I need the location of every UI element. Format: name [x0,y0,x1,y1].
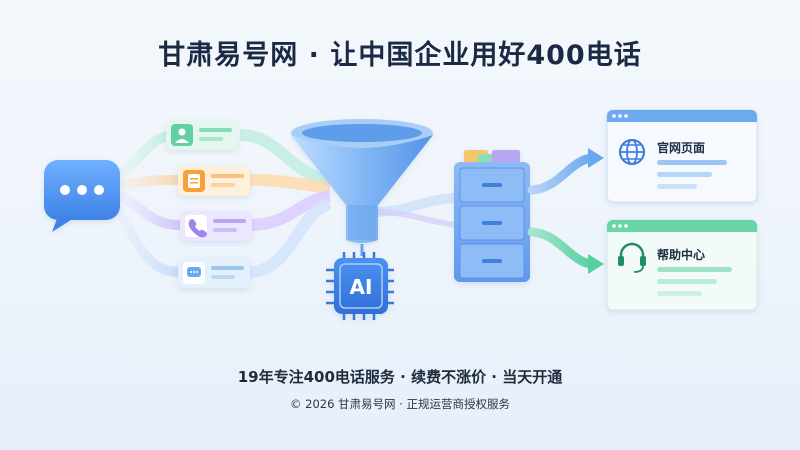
phone-card [180,211,252,241]
chat-bubble-icon [44,160,120,232]
website-window-label: 官网页面 [657,140,705,155]
help-center-window: 帮助中心 [606,219,758,311]
ai-chip-icon: AI [326,244,394,320]
funnel-icon [291,119,433,243]
ai-chip-label: AI [350,275,373,299]
tagline: 19年专注400电话服务 · 续费不涨价 · 当天开通 [237,368,563,386]
input-flows [110,129,456,278]
contact-card [166,120,238,150]
document-card [178,166,250,196]
headset-icon [618,242,646,273]
website-window: 官网页面 [606,109,758,203]
page-title: 甘肃易号网 · 让中国企业用好400电话 [158,40,642,71]
copyright-notice: © 2026 甘肃易号网 · 正规运营商授权服务 [289,397,511,411]
globe-icon [618,138,646,166]
output-arrows [527,148,604,274]
message-card [178,258,250,288]
help-center-window-label: 帮助中心 [657,247,705,262]
file-cabinet-icon [454,150,530,282]
